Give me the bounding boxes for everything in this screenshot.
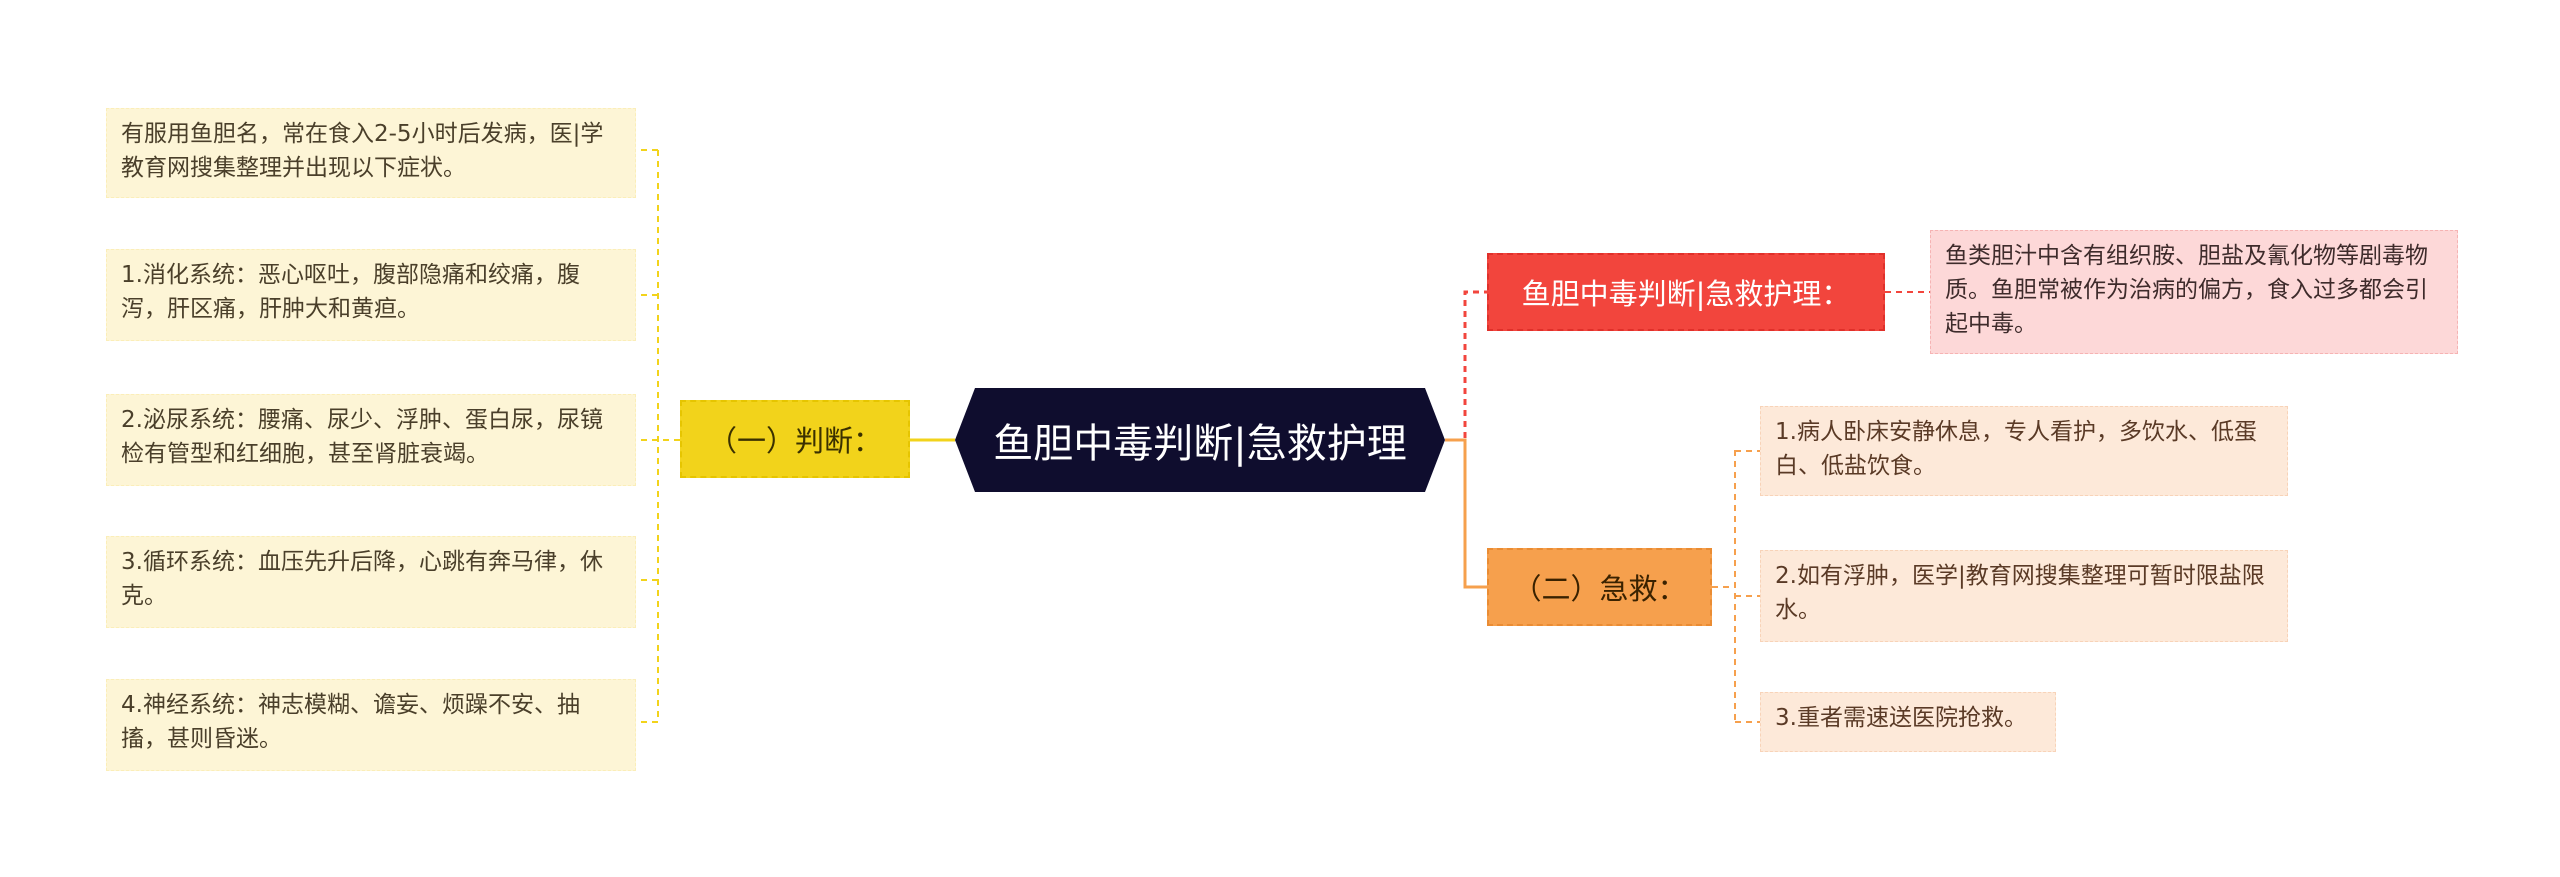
- link-center-right-1: [1445, 290, 1487, 442]
- leaf-text: 2.泌尿系统：腰痛、尿少、浮肿、蛋白尿，尿镜检有管型和红细胞，甚至肾脏衰竭。: [121, 407, 603, 467]
- leaf-text: 2.如有浮肿，医学|教育网搜集整理可暂时限盐限水。: [1775, 563, 2265, 623]
- leaf-edema[interactable]: 2.如有浮肿，医学|教育网搜集整理可暂时限盐限水。: [1760, 550, 2288, 642]
- branch-first-aid[interactable]: （二）急救：: [1487, 548, 1712, 626]
- leaf-text: 4.神经系统：神志模糊、谵妄、烦躁不安、抽搐，甚则昏迷。: [121, 692, 580, 752]
- branch-first-aid-label: （二）急救：: [1512, 572, 1687, 606]
- leaf-text: 鱼类胆汁中含有组织胺、胆盐及氰化物等剧毒物质。鱼胆常被作为治病的偏方，食入过多都…: [1945, 243, 2428, 337]
- leaf-nervous-system[interactable]: 4.神经系统：神志模糊、谵妄、烦躁不安、抽搐，甚则昏迷。: [106, 679, 636, 771]
- leaf-text: 3.重者需速送医院抢救。: [1775, 705, 2027, 731]
- leaf-text: 1.消化系统：恶心呕吐，腹部隐痛和绞痛，腹泻，肝区痛，肝肿大和黄疸。: [121, 262, 580, 322]
- leaf-text: 1.病人卧床安静休息，专人看护，多饮水、低蛋白、低盐饮食。: [1775, 419, 2257, 479]
- leaf-text: 3.循环系统：血压先升后降，心跳有奔马律，休克。: [121, 549, 603, 609]
- link-center-right-2: [1445, 438, 1487, 589]
- branch-judgement-label: （一）判断：: [707, 424, 882, 458]
- branch-overview-label: 鱼胆中毒判断|急救护理：: [1521, 277, 1851, 311]
- central-topic-label: 鱼胆中毒判断|急救护理: [993, 421, 1407, 467]
- central-topic[interactable]: 鱼胆中毒判断|急救护理: [955, 388, 1445, 492]
- leaf-text: 有服用鱼胆名，常在食入2-5小时后发病，医|学教育网搜集整理并出现以下症状。: [121, 121, 604, 181]
- branch-judgement[interactable]: （一）判断：: [680, 400, 910, 478]
- branch-overview[interactable]: 鱼胆中毒判断|急救护理：: [1487, 253, 1885, 331]
- leaf-judgement-intro[interactable]: 有服用鱼胆名，常在食入2-5小时后发病，医|学教育网搜集整理并出现以下症状。: [106, 108, 636, 198]
- leaf-circulatory-system[interactable]: 3.循环系统：血压先升后降，心跳有奔马律，休克。: [106, 536, 636, 628]
- leaf-bed-rest[interactable]: 1.病人卧床安静休息，专人看护，多饮水、低蛋白、低盐饮食。: [1760, 406, 2288, 496]
- leaf-urinary-system[interactable]: 2.泌尿系统：腰痛、尿少、浮肿、蛋白尿，尿镜检有管型和红细胞，甚至肾脏衰竭。: [106, 394, 636, 486]
- link-left-trunk: [657, 150, 680, 720]
- leaf-hospital[interactable]: 3.重者需速送医院抢救。: [1760, 692, 2056, 752]
- leaf-digestive-system[interactable]: 1.消化系统：恶心呕吐，腹部隐痛和绞痛，腹泻，肝区痛，肝肿大和黄疸。: [106, 249, 636, 341]
- leaf-toxin-info[interactable]: 鱼类胆汁中含有组织胺、胆盐及氰化物等剧毒物质。鱼胆常被作为治病的偏方，食入过多都…: [1930, 230, 2458, 354]
- link-right2-trunk: [1712, 450, 1736, 722]
